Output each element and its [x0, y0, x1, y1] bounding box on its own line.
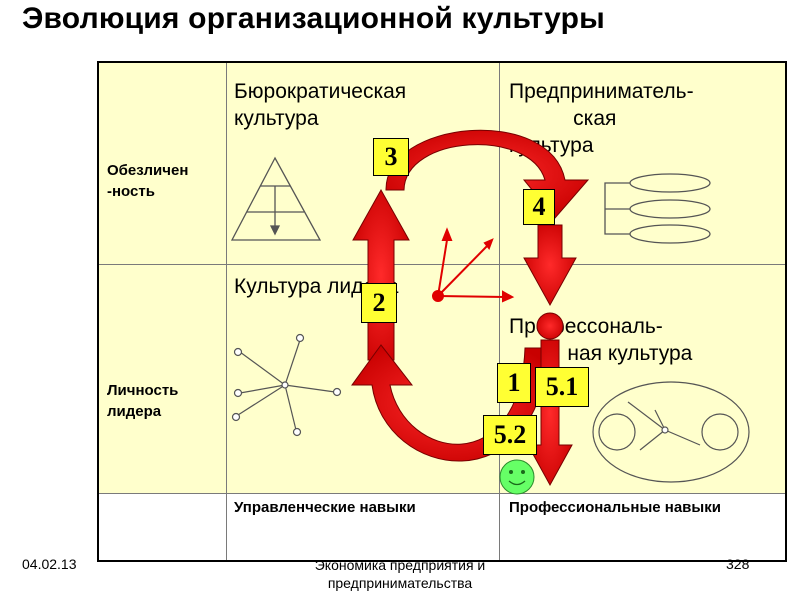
row-divider-1 [99, 264, 785, 265]
leader-star-icon [231, 333, 342, 437]
marker-4: 4 [523, 189, 555, 225]
marker-5-2: 5.2 [483, 415, 537, 455]
footer-subject: Экономика предприятия и предпринимательс… [314, 557, 486, 591]
marker-1: 1 [497, 363, 531, 403]
column-divider-1 [226, 63, 227, 560]
smiley-icon [499, 459, 535, 495]
arrow-down-right [523, 224, 577, 307]
arrow-down-professional [527, 312, 573, 487]
marker-3: 3 [373, 138, 409, 176]
footer-page-number: 328 [726, 556, 750, 572]
curved-arrow-top [385, 129, 590, 219]
direction-vectors-icon [432, 227, 515, 303]
row-label-leader-personality: Личность лидера [107, 382, 179, 420]
row-label-impersonality: Обезличен -ность [107, 162, 189, 200]
marker-5-1: 5.1 [535, 367, 589, 407]
skill-professional: Профессиональные навыки [509, 499, 721, 516]
marker-2: 2 [361, 283, 397, 323]
column-divider-2 [499, 63, 500, 560]
arrow-up-left [352, 188, 410, 361]
skill-management: Управленческие навыки [234, 499, 416, 516]
cell-bureaucratic-culture: Бюрократическая культура [234, 80, 407, 130]
footer-date: 04.02.13 [22, 556, 77, 572]
skills-row-bg [99, 493, 785, 560]
professional-circles-icon [592, 381, 750, 483]
network-ellipses-icon [604, 173, 711, 244]
slide-title: Эволюция организационной культуры [22, 2, 605, 35]
hierarchy-pyramid-icon [230, 156, 322, 241]
row-divider-2 [99, 493, 785, 494]
